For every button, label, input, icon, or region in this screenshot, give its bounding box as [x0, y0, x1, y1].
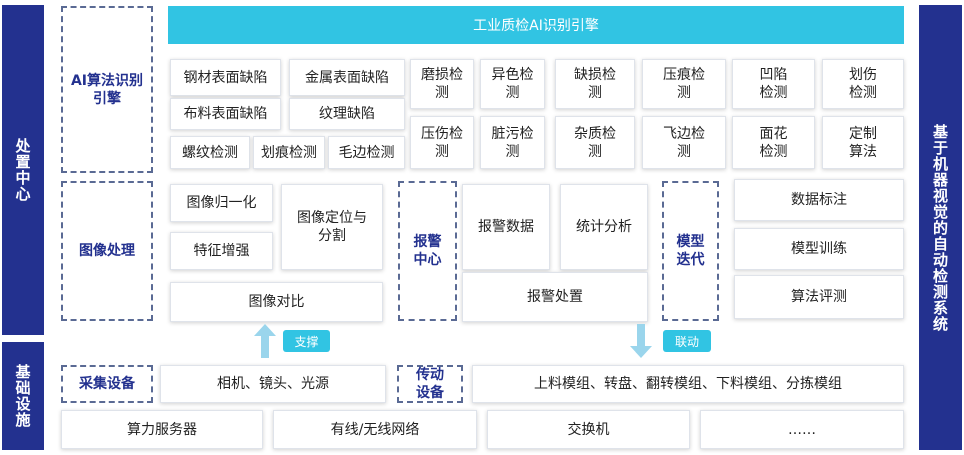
defect-card: 钢材表面缺陷: [170, 59, 281, 96]
defect-card: 金属表面缺陷: [289, 59, 405, 96]
alarm-data-card: 报警数据: [462, 184, 550, 270]
detection-card: 面花检测: [732, 116, 815, 169]
alarm-handle-card: 报警处置: [462, 272, 648, 322]
image-compare-card: 图像对比: [170, 282, 383, 322]
transmission-device-label: 传动设备: [397, 365, 463, 403]
compute-server-card: 算力服务器: [61, 410, 263, 449]
defect-card: 划痕检测: [253, 136, 325, 169]
more-card: ……: [700, 410, 904, 449]
transmission-items-card: 上料模组、转盘、翻转模组、下料模组、分拣模组: [472, 365, 904, 403]
defect-card: 纹理缺陷: [289, 98, 405, 130]
detection-card: 脏污检测: [480, 116, 545, 169]
model-training-card: 模型训练: [734, 228, 904, 270]
image-normalize-card: 图像归一化: [170, 184, 273, 222]
ai-engine-label: AI算法识别引擎: [61, 6, 153, 173]
detection-card: 压痕检测: [642, 59, 726, 109]
switch-card: 交换机: [487, 410, 690, 449]
image-processing-label: 图像处理: [61, 181, 153, 321]
side-bar-disposal-center: 处置中心: [2, 5, 44, 335]
data-annotation-card: 数据标注: [734, 179, 904, 221]
side-bar-label: 处置中心: [13, 138, 32, 202]
detection-card: 划伤检测: [822, 59, 904, 109]
image-locate-card: 图像定位与分割: [281, 184, 383, 270]
detection-card: 压伤检测: [410, 116, 474, 169]
detection-card: 飞边检测: [642, 116, 726, 169]
detection-card: 定制算法: [822, 116, 904, 169]
defect-card: 螺纹检测: [170, 136, 250, 169]
side-bar-system-title: 基于机器视觉的自动检测系统: [919, 5, 962, 450]
network-card: 有线/无线网络: [273, 410, 477, 449]
link-arrow: [630, 324, 652, 358]
side-bar-label: 基础设施: [13, 364, 32, 428]
arrow-down-icon: [630, 324, 652, 358]
detection-card: 杂质检测: [555, 116, 635, 169]
detection-card: 缺损检测: [555, 59, 635, 109]
defect-card: 布料表面缺陷: [170, 98, 281, 130]
defect-card: 毛边检测: [328, 136, 405, 169]
detection-card: 凹陷检测: [732, 59, 815, 109]
detection-card: 磨损检测: [410, 59, 474, 109]
feature-enhance-card: 特征增强: [170, 232, 273, 270]
detection-card: 异色检测: [480, 59, 545, 109]
model-iteration-label: 模型迭代: [662, 181, 719, 321]
arrow-up-icon: [254, 324, 276, 358]
support-label: 支撑: [283, 330, 330, 352]
link-label: 联动: [663, 330, 711, 352]
side-bar-infrastructure: 基础设施: [2, 342, 44, 450]
capture-items-card: 相机、镜头、光源: [160, 365, 386, 403]
capture-device-label: 采集设备: [61, 365, 153, 403]
stats-analysis-card: 统计分析: [560, 184, 648, 270]
ai-engine-banner: 工业质检AI识别引擎: [168, 6, 904, 44]
alarm-center-label: 报警中心: [398, 181, 457, 321]
algorithm-eval-card: 算法评测: [734, 275, 904, 319]
support-arrow: [254, 324, 276, 358]
side-bar-label: 基于机器视觉的自动检测系统: [931, 123, 949, 332]
